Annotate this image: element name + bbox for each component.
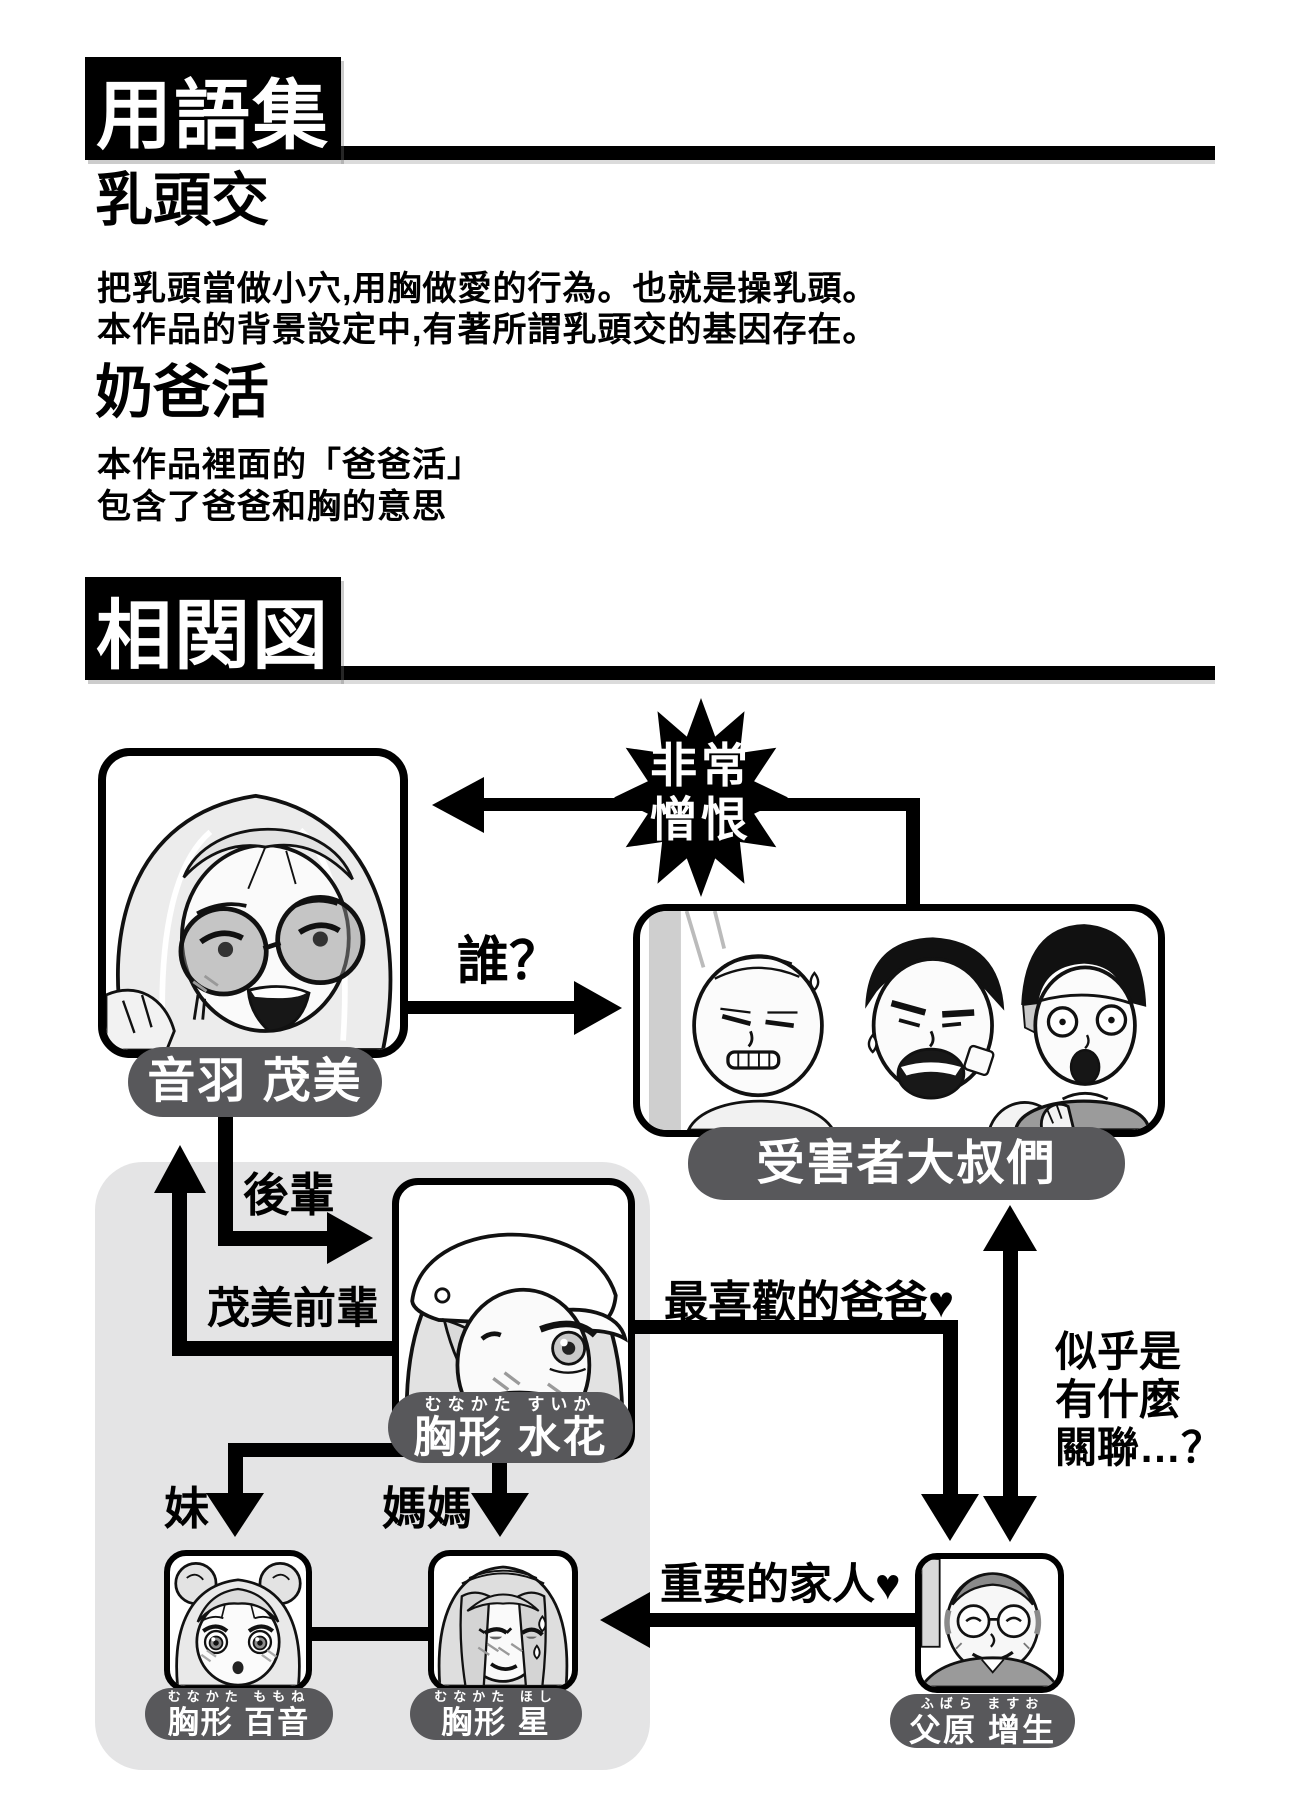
- character-name: 音羽 茂美: [147, 1055, 363, 1108]
- sibling-connector-line: [312, 1627, 428, 1641]
- glossary-header-rule: [341, 146, 1215, 160]
- family-arrowhead-icon: [600, 1592, 650, 1648]
- portrait-fubara-masuo: [915, 1553, 1064, 1693]
- connection-arrow-shaft: [1003, 1243, 1018, 1503]
- furigana: むなかた ももね: [167, 1689, 311, 1704]
- name-pill-munakata-hoshi: むなかた ほし 胸形 星: [410, 1688, 582, 1740]
- favpapa-arrowhead-icon: [921, 1494, 979, 1541]
- term-1-line-1: 把乳頭當做小穴,用胸做愛的行為。也就是操乳頭。: [97, 270, 878, 308]
- who-label: 誰？: [457, 933, 562, 991]
- hate-line-down: [906, 798, 920, 906]
- glossary-header: 用語集: [85, 57, 341, 160]
- kouhai-arrow-vertical: [218, 1117, 233, 1246]
- connection-line-1: 似乎是: [1055, 1328, 1182, 1375]
- name-pill-victim-uncles: 受害者大叔們: [688, 1127, 1125, 1200]
- character-name: 胸形 百音: [167, 1705, 311, 1740]
- name-pill-munakata-momone: むなかた ももね 胸形 百音: [145, 1688, 333, 1740]
- character-name: 胸形 水花: [413, 1413, 608, 1462]
- character-name: 胸形 星: [441, 1705, 551, 1740]
- term-title-1: 乳頭交: [95, 168, 270, 233]
- senpai-arrow-horizontal: [172, 1341, 393, 1356]
- hate-burst-line-1: 非常: [650, 741, 752, 793]
- favpapa-arrow-vertical: [943, 1320, 958, 1496]
- munakata-momone-art: [174, 1561, 302, 1686]
- who-arrow-shaft: [408, 1001, 578, 1014]
- mama-arrow-shaft: [492, 1458, 507, 1496]
- hate-burst-label: 非常 憎恨: [614, 740, 788, 848]
- senpai-label: 茂美前輩: [207, 1285, 379, 1333]
- hate-arrow-shaft-left: [468, 798, 658, 811]
- furigana: ふばら ますお: [920, 1695, 1045, 1711]
- connection-line-2: 有什麼: [1055, 1376, 1182, 1423]
- family-arrow-shaft: [648, 1613, 916, 1627]
- kouhai-label: 後輩: [243, 1169, 335, 1221]
- senpai-arrow-vertical: [172, 1190, 187, 1356]
- name-pill-fubara-masuo: ふばら ますお 父原 增生: [890, 1694, 1075, 1748]
- chart-header-text: 相関図: [96, 593, 330, 679]
- character-name: 父原 增生: [909, 1711, 1056, 1748]
- portrait-munakata-hoshi: [428, 1550, 578, 1692]
- kouhai-arrow-horizontal: [218, 1231, 330, 1246]
- name-pill-otowa-shigemi: 音羽 茂美: [128, 1047, 382, 1117]
- hate-burst-icon: [614, 698, 788, 897]
- hate-arrowhead-left-icon: [432, 777, 484, 833]
- imouto-arrow-vertical: [228, 1443, 243, 1496]
- who-arrowhead-icon: [574, 981, 622, 1035]
- fubara-masuo-art: [921, 1559, 1058, 1687]
- furigana: むなかた ほし: [434, 1689, 558, 1704]
- imouto-arrowhead-icon: [206, 1493, 264, 1537]
- name-pill-munakata-suika: むなかた すいか 胸形 水花: [388, 1392, 633, 1463]
- connection-arrowhead-up-icon: [983, 1205, 1037, 1251]
- chart-header-rule: [341, 666, 1215, 680]
- hate-line-right: [750, 798, 920, 811]
- favpapa-label: 最喜歡的爸爸♥: [664, 1278, 955, 1327]
- term-title-2: 奶爸活: [95, 360, 270, 425]
- favpapa-arrow-horizontal: [633, 1320, 958, 1334]
- connection-label: 似乎是 有什麼 關聯…？: [1055, 1328, 1223, 1472]
- portrait-munakata-momone: [164, 1550, 312, 1692]
- character-name: 受害者大叔們: [756, 1136, 1057, 1190]
- victim-uncles-art: [648, 911, 1151, 1130]
- connection-line-3: 關聯…？: [1055, 1424, 1224, 1471]
- term-1-line-2: 本作品的背景設定中,有著所謂乳頭交的基因存在。: [97, 311, 878, 349]
- senpai-arrowhead-icon: [154, 1145, 206, 1193]
- term-2-line-2: 包含了爸爸和胸的意思: [97, 488, 447, 526]
- imouto-label: 妹: [164, 1483, 210, 1534]
- portrait-otowa-shigemi: [98, 748, 408, 1058]
- otowa-shigemi-art: [106, 793, 393, 1050]
- connection-arrowhead-down-icon: [983, 1496, 1037, 1542]
- mama-label: 媽媽: [382, 1483, 473, 1534]
- portrait-victim-uncles: [633, 904, 1165, 1137]
- mama-arrowhead-icon: [471, 1493, 529, 1537]
- munakata-hoshi-art: [437, 1565, 569, 1686]
- family-label: 重要的家人♥: [660, 1561, 901, 1609]
- furigana: むなかた すいか: [424, 1394, 597, 1414]
- chart-header: 相関図: [85, 577, 341, 680]
- term-2-line-1: 本作品裡面的「爸爸活」: [97, 446, 482, 484]
- hate-burst-line-2: 憎恨: [650, 795, 752, 847]
- glossary-header-text: 用語集: [96, 73, 330, 159]
- kouhai-arrowhead-icon: [327, 1212, 373, 1264]
